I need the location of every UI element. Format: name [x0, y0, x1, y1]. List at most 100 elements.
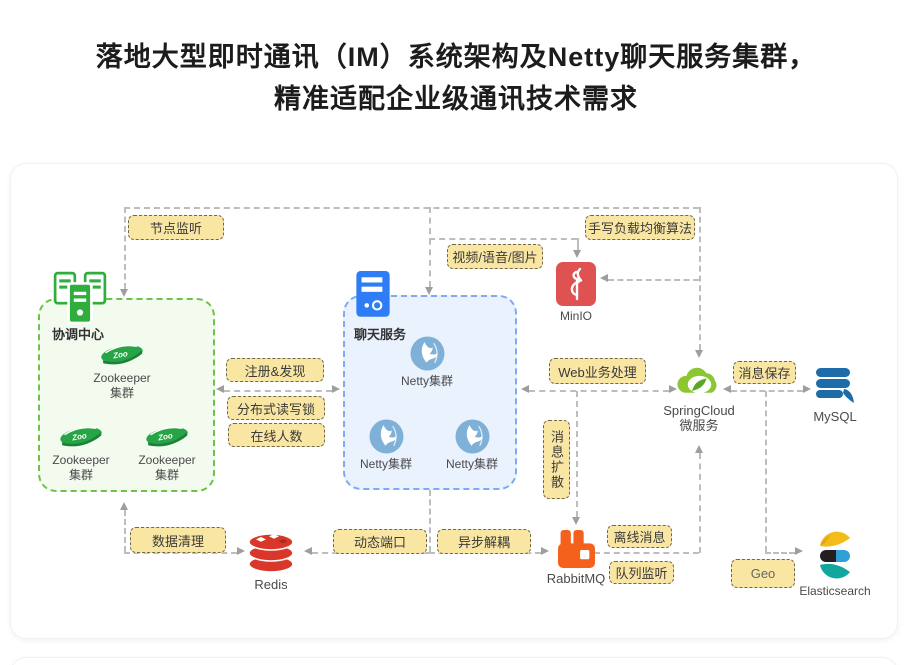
arrowhead	[695, 350, 703, 358]
node-label: SpringCloud	[663, 403, 735, 418]
connector-line	[577, 238, 579, 250]
arrowhead	[425, 287, 433, 295]
node-label: Netty集群	[359, 457, 412, 471]
netty-node-3: Netty集群	[442, 419, 502, 472]
connector-line	[765, 391, 767, 552]
next-card-top-edge	[10, 657, 898, 665]
edge-label-node-listen: 节点监听	[128, 215, 224, 240]
connector-line	[594, 552, 699, 554]
redis-icon	[247, 528, 295, 574]
arrowhead	[723, 385, 731, 393]
zookeeper-icon: Zoo	[144, 422, 190, 450]
mysql-icon	[812, 366, 858, 406]
connector-line	[124, 207, 126, 289]
coordination-center-title: 协调中心	[52, 327, 105, 342]
edge-label-text: 数据清理	[151, 533, 204, 549]
edge-label-text: 注册&发现	[244, 363, 306, 379]
connector-line	[765, 552, 795, 554]
edge-label-text: 消息扩散	[549, 429, 564, 490]
connector-line	[608, 279, 699, 281]
node-label: Elasticsearch	[799, 584, 871, 598]
arrowhead	[237, 547, 245, 555]
springcloud-icon	[676, 365, 723, 400]
title-line-1: 落地大型即时通讯（IM）系统架构及Netty聊天服务集群，	[95, 42, 817, 72]
node-label: 集群	[109, 386, 134, 400]
node-label: Zookeeper	[93, 371, 151, 385]
page-title: 落地大型即时通讯（IM）系统架构及Netty聊天服务集群， 精准适配企业级通讯技…	[0, 36, 912, 120]
edge-label-geo: Geo	[731, 559, 795, 588]
edge-label-media: 视频/语音/图片	[447, 244, 543, 269]
node-label: Netty集群	[400, 374, 453, 388]
svg-text:Zoo: Zoo	[111, 349, 128, 361]
connector-line	[429, 490, 431, 552]
edge-label-text: 视频/语音/图片	[452, 250, 538, 265]
connector-line	[124, 510, 126, 552]
connector-line	[699, 207, 701, 350]
node-label: 微服务	[679, 418, 719, 433]
connector-line	[576, 391, 578, 517]
arrowhead	[572, 517, 580, 525]
arrowhead	[120, 502, 128, 510]
node-label: Netty集群	[445, 457, 498, 471]
coordination-servers-icon	[52, 270, 108, 326]
svg-text:Zoo: Zoo	[156, 431, 173, 443]
edge-label-text: 在线人数	[250, 428, 303, 444]
node-label: MySQL	[813, 409, 857, 424]
svg-text:Zoo: Zoo	[70, 431, 87, 443]
arrowhead	[573, 250, 581, 258]
arrowhead	[304, 547, 312, 555]
edge-label-dynamic-port: 动态端口	[333, 529, 427, 554]
edge-label-web-business: Web业务处理	[549, 358, 646, 384]
arrowhead	[120, 289, 128, 297]
redis-node: Redis	[241, 528, 301, 592]
edge-label-text: 节点监听	[149, 221, 202, 236]
netty-icon	[455, 419, 490, 454]
edge-label-register-discover: 注册&发现	[226, 358, 324, 382]
arrowhead	[600, 274, 608, 282]
zookeeper-icon: Zoo	[58, 422, 104, 450]
arrowhead	[541, 547, 549, 555]
zookeeper-node-2: Zoo Zookeeper 集群	[51, 422, 111, 483]
arrowhead	[795, 547, 803, 555]
chat-server-icon	[355, 270, 391, 322]
title-line-2: 精准适配企业级通讯技术需求	[274, 84, 638, 114]
edge-label-offline-msg: 离线消息	[607, 525, 672, 548]
connector-line	[529, 390, 669, 392]
chat-service-box	[343, 295, 517, 490]
rabbitmq-node: RabbitMQ	[541, 530, 611, 586]
edge-label-queue-listen: 队列监听	[609, 561, 674, 584]
edge-label-online-count: 在线人数	[228, 423, 325, 447]
node-label: RabbitMQ	[546, 571, 606, 586]
netty-node-2: Netty集群	[356, 419, 416, 472]
netty-icon	[410, 336, 445, 371]
node-label: 集群	[154, 468, 179, 482]
edge-label-text: Geo	[750, 566, 776, 581]
edge-label-text: 消息保存	[738, 366, 791, 381]
minio-icon	[556, 262, 596, 306]
elasticsearch-node: Elasticsearch	[789, 529, 881, 599]
edge-label-data-clean: 数据清理	[130, 527, 226, 553]
zookeeper-icon: Zoo	[99, 340, 145, 368]
zookeeper-node-3: Zoo Zookeeper 集群	[137, 422, 197, 483]
mysql-node: MySQL	[800, 366, 870, 424]
connector-line	[699, 453, 701, 553]
arrowhead	[803, 385, 811, 393]
arrowhead	[332, 385, 340, 393]
edge-label-text: Web业务处理	[558, 364, 637, 380]
edge-label-distributed-rw-lock: 分布式读写锁	[227, 396, 325, 420]
edge-label-text: 分布式读写锁	[236, 401, 315, 417]
elasticsearch-icon	[817, 529, 853, 581]
connector-line	[429, 207, 431, 287]
springcloud-node: SpringCloud 微服务	[663, 365, 735, 433]
edge-label-lb-algorithm: 手写负载均衡算法	[585, 215, 695, 240]
arrowhead	[216, 385, 224, 393]
edge-label-async-decouple: 异步解耦	[437, 529, 531, 554]
connector-line	[124, 552, 237, 554]
edge-label-text: 异步解耦	[457, 535, 510, 550]
edge-label-msg-save: 消息保存	[733, 361, 796, 384]
node-label: Zookeeper	[138, 453, 196, 467]
arrowhead	[695, 445, 703, 453]
node-label: 集群	[68, 468, 93, 482]
chat-service-title: 聊天服务	[354, 327, 407, 342]
